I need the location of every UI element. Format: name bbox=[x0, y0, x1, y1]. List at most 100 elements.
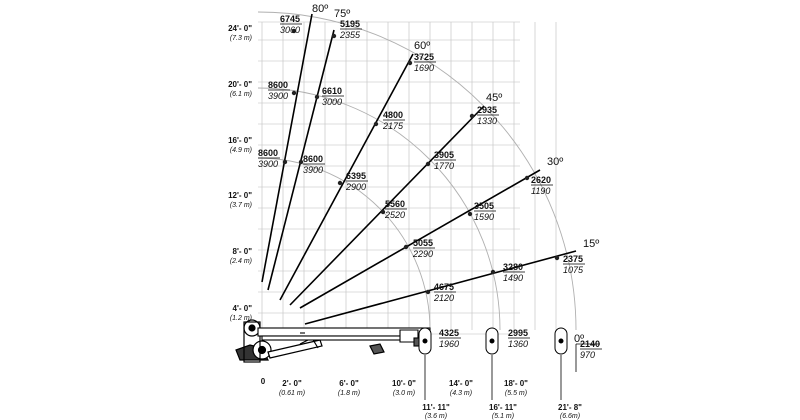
load-point-dot bbox=[337, 180, 343, 186]
load-kg: 3900 bbox=[303, 165, 323, 175]
load-kg: 1190 bbox=[531, 186, 550, 196]
load-point-dot bbox=[331, 33, 337, 39]
load-lb: 5055 bbox=[413, 238, 433, 248]
load-kg: 1330 bbox=[477, 116, 497, 126]
left-axis-m: (7.3 m) bbox=[230, 35, 252, 42]
left-axis-ft: 12'- 0" bbox=[228, 191, 252, 200]
bottom-axis-m: (6.6m) bbox=[560, 413, 580, 420]
load-point-dot bbox=[298, 159, 304, 165]
load-kg: 1360 bbox=[508, 339, 528, 349]
load-lb: 2620 bbox=[531, 175, 551, 185]
load-point-dot bbox=[314, 94, 320, 100]
load-lb: 2140 bbox=[580, 339, 600, 349]
load-lb: 2995 bbox=[508, 328, 528, 338]
load-lb: 3280 bbox=[503, 262, 523, 272]
left-axis-m: (2.4 m) bbox=[230, 258, 252, 265]
load-kg: 1960 bbox=[439, 339, 459, 349]
radius-arc bbox=[257, 157, 431, 331]
left-axis-m: (4.9 m) bbox=[230, 147, 252, 154]
load-kg: 1490 bbox=[503, 273, 523, 283]
angle-label: 30º bbox=[547, 156, 563, 168]
load-lb: 2375 bbox=[563, 254, 583, 264]
angle-label: 80º bbox=[312, 3, 328, 15]
bottom-axis-m: (5.5 m) bbox=[505, 390, 527, 397]
bottom-axis-ft: 16'- 11" bbox=[489, 403, 517, 412]
load-point-dot bbox=[407, 60, 413, 66]
load-point-dot bbox=[373, 121, 379, 127]
load-kg: 2120 bbox=[433, 293, 454, 303]
load-lb: 3505 bbox=[474, 201, 494, 211]
load-point-dot bbox=[380, 209, 386, 215]
left-axis-m: (1.2 m) bbox=[230, 315, 252, 322]
left-axis-ft: 8'- 0" bbox=[233, 247, 253, 256]
boom-lines bbox=[261, 13, 577, 325]
crane-base bbox=[235, 319, 385, 363]
load-point-dot bbox=[554, 255, 560, 261]
load-kg: 2520 bbox=[384, 210, 405, 220]
bottom-axis-ft: 11'- 11" bbox=[422, 403, 450, 412]
boom-15 bbox=[304, 250, 577, 325]
load-point-dot bbox=[469, 113, 475, 119]
load-kg: 1075 bbox=[563, 265, 584, 275]
grid bbox=[258, 21, 557, 335]
left-axis-ft: 20'- 0" bbox=[228, 80, 252, 89]
bottom-axis-m: (3.6 m) bbox=[425, 413, 447, 420]
radius-arcs bbox=[257, 11, 577, 331]
load-lb: 8600 bbox=[258, 148, 278, 158]
load-lb: 5560 bbox=[385, 199, 405, 209]
load-kg: 3000 bbox=[322, 97, 342, 107]
load-kg: 2290 bbox=[412, 249, 433, 259]
load-kg: 3900 bbox=[258, 159, 278, 169]
load-lb: 3725 bbox=[414, 52, 434, 62]
load-point-dot bbox=[425, 161, 431, 167]
load-point-dot bbox=[467, 211, 473, 217]
bottom-axis-ft: 6'- 0" bbox=[339, 379, 359, 388]
boom-retracted bbox=[257, 327, 431, 347]
bottom-axis-ft: 2'- 0" bbox=[282, 379, 302, 388]
bottom-axis-ft: 10'- 0" bbox=[392, 379, 416, 388]
load-kg: 1590 bbox=[474, 212, 494, 222]
left-axis-ft: 24'- 0" bbox=[228, 24, 252, 33]
boom-80 bbox=[261, 13, 313, 283]
bottom-axis-origin: 0 bbox=[261, 377, 266, 386]
load-lb: 5195 bbox=[340, 19, 360, 29]
load-point-dot bbox=[425, 289, 431, 295]
load-point-dot bbox=[403, 244, 409, 250]
load-kg: 970 bbox=[580, 350, 595, 360]
bottom-axis-ft: 21'- 8" bbox=[558, 403, 582, 412]
bottom-axis-ft: 18'- 0" bbox=[504, 379, 528, 388]
radius-arc bbox=[257, 87, 501, 331]
hook-block bbox=[418, 327, 568, 355]
load-lb: 3905 bbox=[434, 150, 454, 160]
angle-label: 15º bbox=[583, 238, 599, 250]
bottom-axis-m: (5.1 m) bbox=[492, 413, 514, 420]
load-lb: 4325 bbox=[439, 328, 459, 338]
load-kg: 3900 bbox=[268, 91, 288, 101]
bottom-axis-m: (1.8 m) bbox=[338, 390, 360, 397]
load-lb: 6395 bbox=[346, 171, 366, 181]
boom-60 bbox=[279, 53, 414, 301]
labels: 24'- 0"(7.3 m)20'- 0"(6.1 m)16'- 0"(4.9 … bbox=[228, 3, 602, 420]
load-kg: 1770 bbox=[434, 161, 454, 171]
bottom-axis-m: (3.0 m) bbox=[393, 390, 415, 397]
load-point-dot bbox=[282, 159, 288, 165]
load-kg: 1690 bbox=[414, 63, 434, 73]
load-kg: 2355 bbox=[339, 30, 361, 40]
boom-45 bbox=[289, 105, 485, 306]
bottom-axis-m: (4.3 m) bbox=[450, 390, 472, 397]
load-lb: 4675 bbox=[434, 282, 454, 292]
load-lb: 2935 bbox=[477, 105, 497, 115]
bottom-axis-m: (0.61 m) bbox=[279, 390, 305, 397]
left-axis-m: (3.7 m) bbox=[230, 202, 252, 209]
left-axis-ft: 16'- 0" bbox=[228, 136, 252, 145]
load-lb: 8600 bbox=[303, 154, 323, 164]
angle-label: 60º bbox=[414, 40, 430, 52]
load-point-dot bbox=[490, 269, 496, 275]
load-kg: 2175 bbox=[382, 121, 404, 131]
load-point-dot bbox=[291, 90, 297, 96]
load-lb: 4800 bbox=[383, 110, 403, 120]
boom-30 bbox=[299, 169, 541, 309]
load-lb: 8600 bbox=[268, 80, 288, 90]
